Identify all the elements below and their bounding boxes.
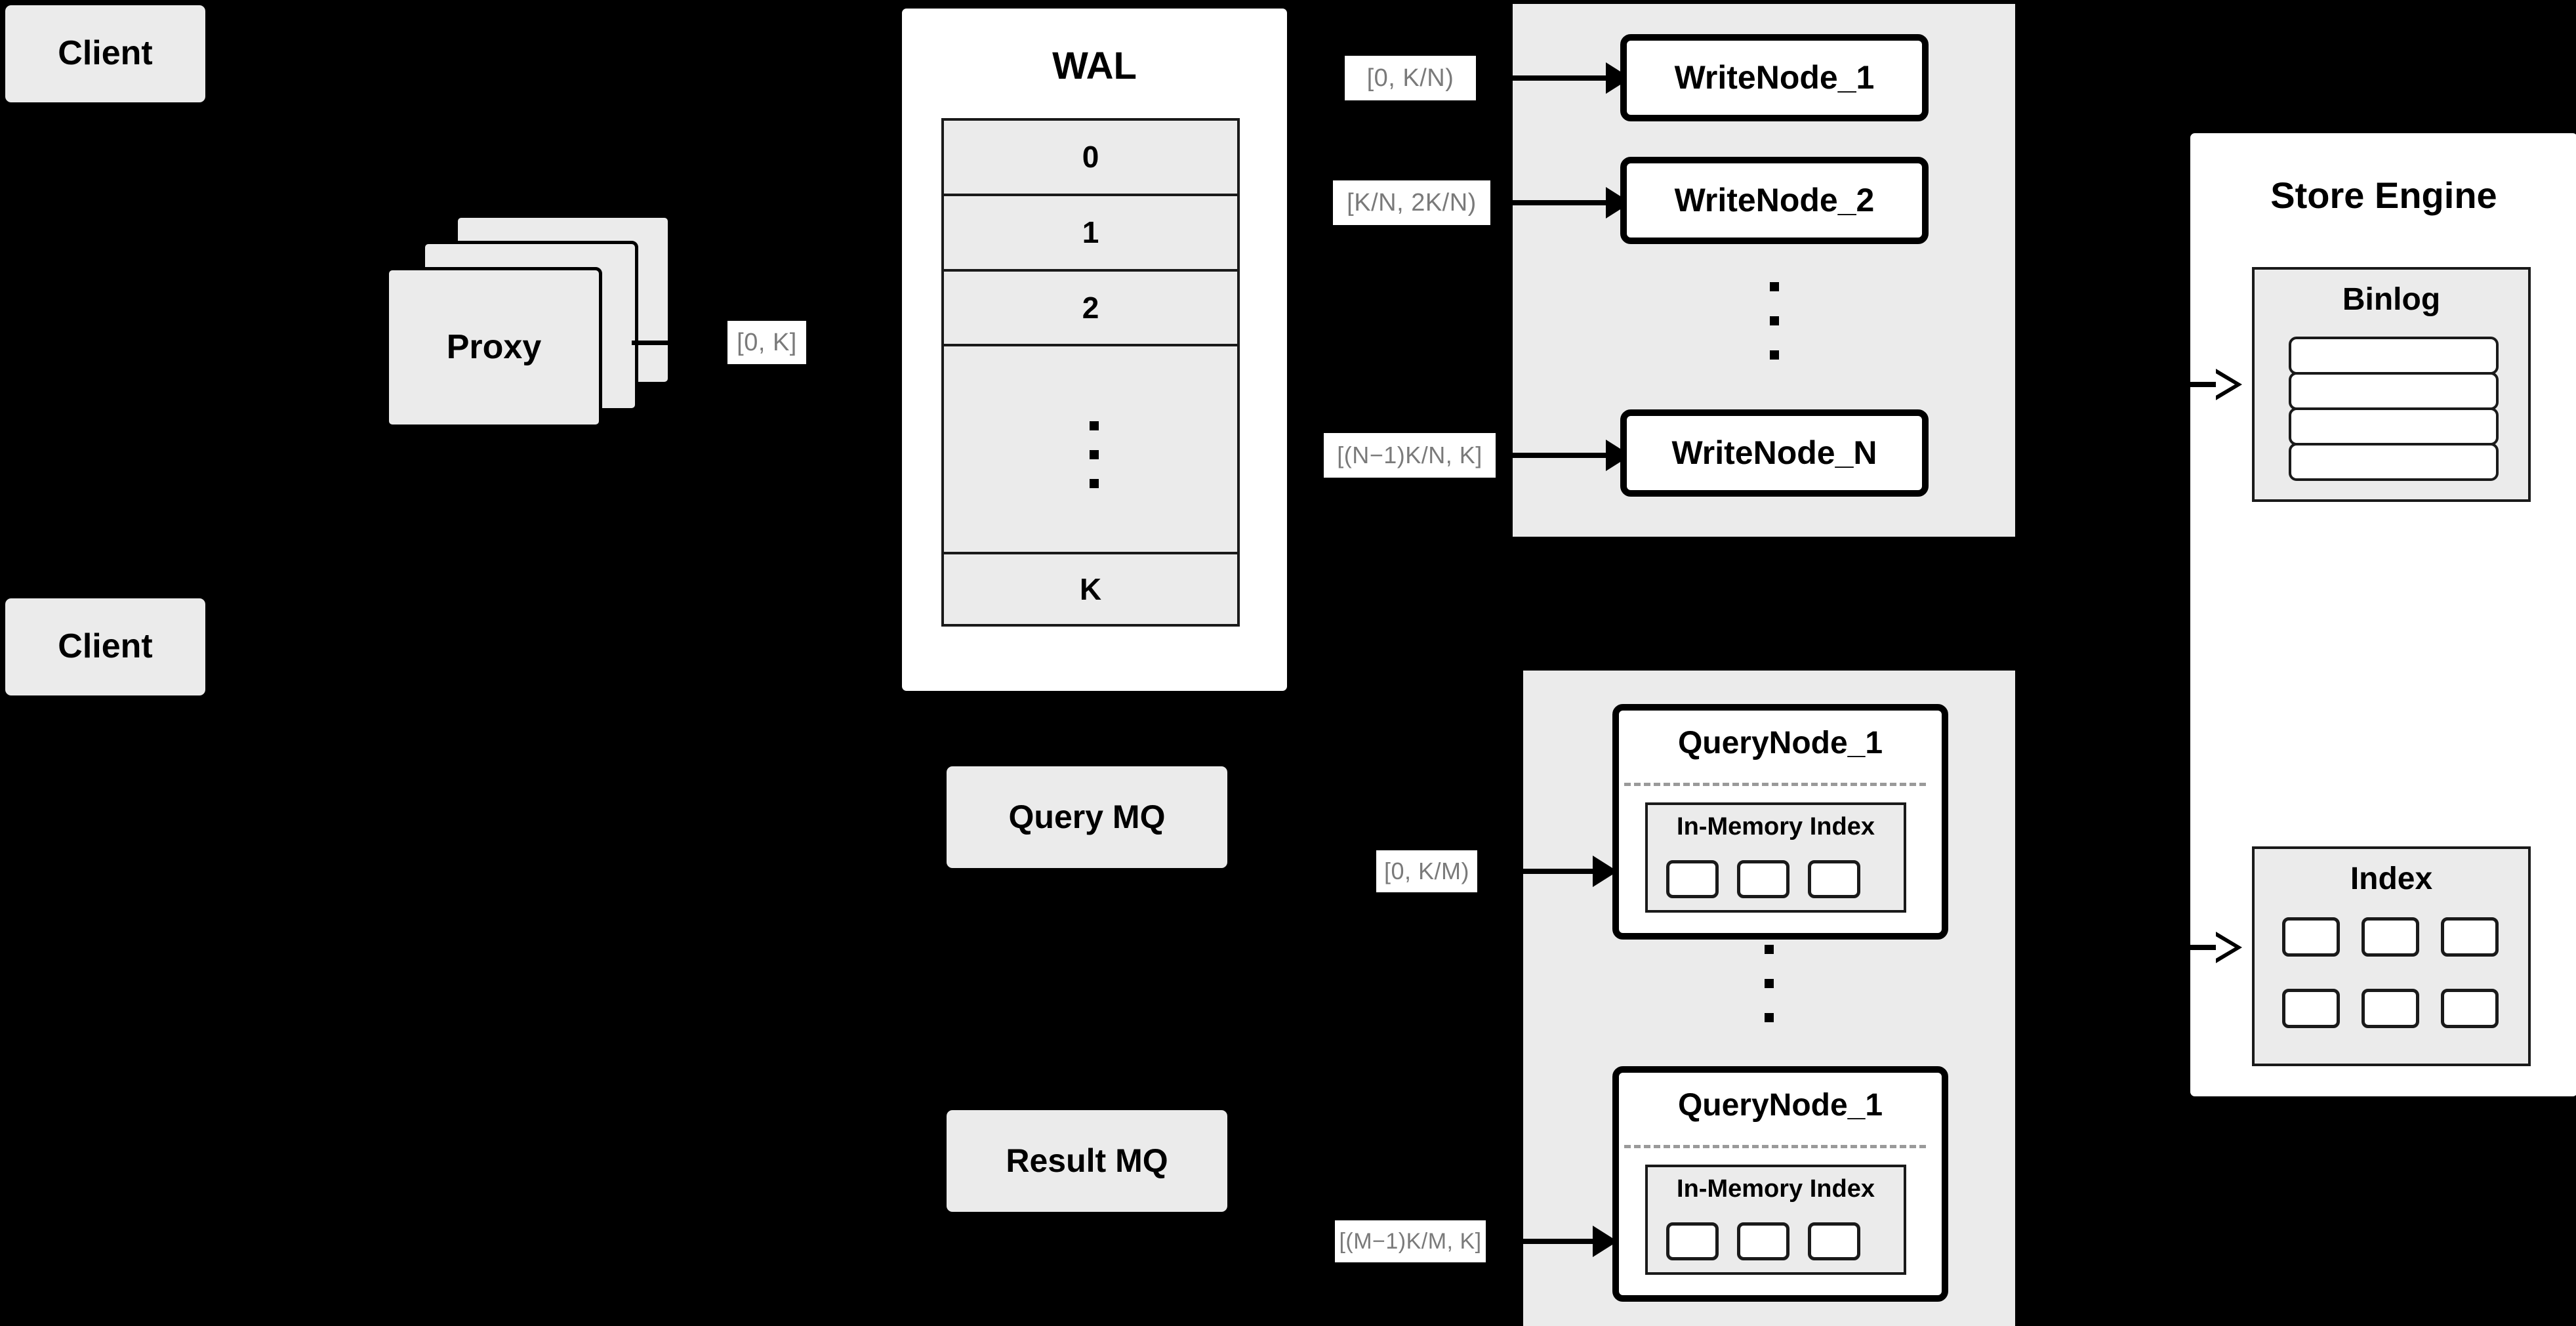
write-node-n-label: WriteNode_N xyxy=(1671,434,1877,471)
write-node-pool-vertical-ellipsis-icon xyxy=(1770,282,1779,361)
wal-row-2: 2 xyxy=(944,272,1237,347)
wal-row-0: 0 xyxy=(944,121,1237,196)
write-node-1-range-label: [0, K/N) xyxy=(1345,56,1476,100)
index-group: Index xyxy=(2252,846,2531,1066)
query-mq-box[interactable]: Query MQ xyxy=(947,766,1227,868)
wal-row-ellipsis xyxy=(944,346,1237,555)
query-node-m[interactable]: QueryNode_1 In-Memory Index xyxy=(1612,1066,1948,1302)
query-node-m-arrow-line xyxy=(1507,1239,1593,1244)
binlog-group: Binlog xyxy=(2252,267,2531,502)
query-node-m-index-slot-1 xyxy=(1666,1222,1719,1260)
write-node-n-arrow-line xyxy=(1507,453,1606,458)
index-title: Index xyxy=(2350,861,2433,896)
query-node-m-in-memory-index-title: In-Memory Index xyxy=(1677,1175,1875,1203)
wal-row-K: K xyxy=(1079,572,1102,607)
wal-title: WAL xyxy=(1052,45,1137,87)
binlog-inbound-arrow-head-icon xyxy=(2216,369,2242,400)
query-node-pool-vertical-ellipsis-icon xyxy=(1765,945,1774,1024)
store-engine-title: Store Engine xyxy=(2270,175,2497,216)
index-inbound-arrow-line xyxy=(2158,945,2217,950)
wal-row-1: 1 xyxy=(944,196,1237,272)
query-node-1-in-memory-index: In-Memory Index xyxy=(1645,802,1906,913)
client-box-2[interactable]: Client xyxy=(5,598,205,695)
query-node-1-index-slot-1 xyxy=(1666,860,1719,898)
client-label-1: Client xyxy=(58,34,153,73)
binlog-bar-2 xyxy=(2289,372,2499,410)
write-node-2-label: WriteNode_2 xyxy=(1674,182,1875,218)
query-node-m-in-memory-index: In-Memory Index xyxy=(1645,1165,1906,1275)
query-node-m-index-slot-2 xyxy=(1737,1222,1789,1260)
query-node-1-arrow-line xyxy=(1507,869,1593,874)
proxy-range-label: [0, K] xyxy=(727,321,806,364)
proxy-label: Proxy xyxy=(446,327,542,366)
client-label-2: Client xyxy=(58,627,153,666)
index-slot-3 xyxy=(2441,917,2499,957)
query-node-1-divider xyxy=(1624,783,1926,786)
query-node-1-range-label: [0, K/M) xyxy=(1376,850,1477,892)
index-slot-4 xyxy=(2282,989,2340,1028)
index-slot-2 xyxy=(2361,917,2419,957)
binlog-bar-3 xyxy=(2289,407,2499,445)
index-slot-6 xyxy=(2441,989,2499,1028)
query-node-1[interactable]: QueryNode_1 In-Memory Index xyxy=(1612,704,1948,940)
proxy-connector-stub xyxy=(632,341,668,345)
binlog-bar-1 xyxy=(2289,337,2499,375)
write-node-1-arrow-line xyxy=(1507,75,1606,81)
write-node-1[interactable]: WriteNode_1 xyxy=(1620,34,1929,121)
proxy-box[interactable]: Proxy xyxy=(386,267,602,428)
write-node-1-label: WriteNode_1 xyxy=(1674,59,1875,96)
binlog-bar-4 xyxy=(2289,443,2499,481)
wal-table: 0 1 2 K xyxy=(941,118,1240,627)
query-node-1-index-slot-3 xyxy=(1808,860,1860,898)
query-node-m-index-slot-3 xyxy=(1808,1222,1860,1260)
query-mq-label: Query MQ xyxy=(1008,798,1166,835)
wal-vertical-ellipsis-icon xyxy=(1090,421,1099,489)
index-slot-5 xyxy=(2361,989,2419,1028)
query-node-1-in-memory-index-title: In-Memory Index xyxy=(1677,813,1875,840)
binlog-inbound-arrow-line xyxy=(2158,382,2217,387)
query-node-m-divider xyxy=(1624,1145,1926,1148)
write-node-n-range-label: [(N−1)K/N, K] xyxy=(1324,433,1496,478)
query-node-m-range-label: [(M−1)K/M, K] xyxy=(1335,1220,1486,1262)
write-node-2[interactable]: WriteNode_2 xyxy=(1620,157,1929,244)
write-node-n[interactable]: WriteNode_N xyxy=(1620,409,1929,497)
write-node-2-range-label: [K/N, 2K/N) xyxy=(1333,180,1490,225)
index-inbound-arrow-head-icon xyxy=(2216,932,2242,963)
binlog-title: Binlog xyxy=(2342,282,2441,317)
query-node-1-index-slot-2 xyxy=(1737,860,1789,898)
query-node-1-label: QueryNode_1 xyxy=(1677,726,1883,760)
result-mq-label: Result MQ xyxy=(1006,1142,1168,1179)
client-box-1[interactable]: Client xyxy=(5,5,205,102)
result-mq-box[interactable]: Result MQ xyxy=(947,1110,1227,1212)
index-slot-1 xyxy=(2282,917,2340,957)
query-node-m-label: QueryNode_1 xyxy=(1677,1088,1883,1123)
write-node-2-arrow-line xyxy=(1507,200,1606,205)
